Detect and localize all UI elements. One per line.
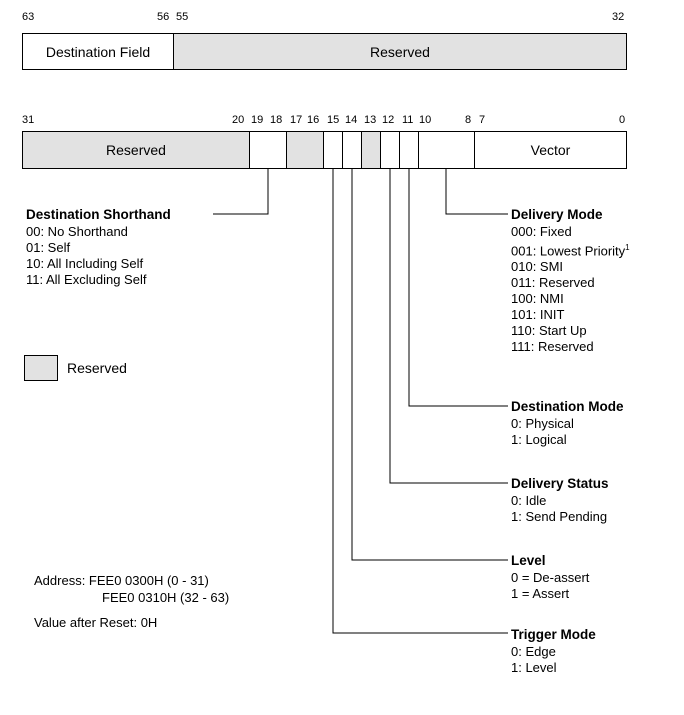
upper-reserved-box: Reserved xyxy=(173,33,627,70)
legend-reserved-swatch xyxy=(24,355,58,381)
bit-17: 17 xyxy=(290,114,303,126)
delivery-status-item: 1: Send Pending xyxy=(511,509,608,524)
bit-31: 31 xyxy=(22,114,35,126)
destination-mode-connector xyxy=(408,169,508,407)
bit-14: 14 xyxy=(345,114,358,126)
lower-reserved-label: Reserved xyxy=(106,142,166,158)
level-block: Level 0 = De-assert 1 = Assert xyxy=(511,552,589,602)
delivery-mode-title: Delivery Mode xyxy=(511,207,603,222)
bit-20: 20 xyxy=(232,114,245,126)
trigger-mode-item: 1: Level xyxy=(511,660,557,675)
address-line-1: Address: FEE0 0300H (0 - 31) xyxy=(34,573,209,588)
bit-15: 15 xyxy=(327,114,340,126)
shorthand-item: 01: Self xyxy=(26,240,71,255)
level-title: Level xyxy=(511,553,546,568)
delivery-mode-connector xyxy=(445,169,508,215)
delivery-mode-item: 100: NMI xyxy=(511,291,564,307)
trigger-mode-block: Trigger Mode 0: Edge 1: Level xyxy=(511,626,596,676)
bit-55: 55 xyxy=(176,11,189,23)
shorthand-item: 10: All Including Self xyxy=(26,256,144,271)
trigger-mode-item: 0: Edge xyxy=(511,644,556,659)
destination-mode-item: 1: Logical xyxy=(511,432,567,447)
level-item: 1 = Assert xyxy=(511,586,570,601)
destination-shorthand-title: Destination Shorthand xyxy=(26,207,171,222)
level-connector xyxy=(351,169,508,561)
bit-8: 8 xyxy=(465,114,472,126)
trigger-mode-connector xyxy=(332,169,508,634)
bit-56: 56 xyxy=(157,11,170,23)
bit-19: 19 xyxy=(251,114,264,126)
level-item: 0 = De-assert xyxy=(511,570,590,585)
vector-label: Vector xyxy=(530,142,571,158)
legend-reserved-label: Reserved xyxy=(67,360,127,376)
bit-0: 0 xyxy=(619,114,626,126)
delivery-mode-item: 000: Fixed xyxy=(511,224,572,239)
bit-63: 63 xyxy=(22,11,35,23)
bit-12: 12 xyxy=(382,114,395,126)
delivery-mode-item-text: 001: Lowest Priority xyxy=(511,243,626,259)
shorthand-item: 00: No Shorthand xyxy=(26,224,128,239)
bit-16: 16 xyxy=(307,114,320,126)
delivery-mode-item: 110: Start Up xyxy=(511,323,587,339)
bit-11: 11 xyxy=(402,114,414,126)
bit-32: 32 xyxy=(612,11,625,23)
shorthand-item: 11: All Excluding Self xyxy=(26,272,147,287)
delivery-mode-item: 010: SMI xyxy=(511,259,564,275)
destination-mode-item: 0: Physical xyxy=(511,416,574,431)
delivery-status-title: Delivery Status xyxy=(511,476,609,491)
bit-18: 18 xyxy=(270,114,283,126)
shorthand-connector xyxy=(213,169,269,215)
delivery-status-block: Delivery Status 0: Idle 1: Send Pending xyxy=(511,475,609,525)
reset-value: Value after Reset: 0H xyxy=(34,615,158,630)
address-line-2: FEE0 0310H (32 - 63) xyxy=(102,590,230,605)
delivery-status-item: 0: Idle xyxy=(511,493,547,508)
upper-reserved-label: Reserved xyxy=(370,43,430,60)
destination-field-label: Destination Field xyxy=(45,43,151,60)
destination-mode-title: Destination Mode xyxy=(511,399,624,414)
delivery-status-connector xyxy=(389,169,508,484)
vector-box: Vector xyxy=(474,131,627,169)
bit-13: 13 xyxy=(364,114,377,126)
destination-mode-block: Destination Mode 0: Physical 1: Logical xyxy=(511,398,624,448)
delivery-mode-field xyxy=(418,131,475,169)
delivery-mode-item: 001: Lowest Priority1 xyxy=(511,240,630,259)
delivery-mode-block: Delivery Mode 000: Fixed 001: Lowest Pri… xyxy=(511,206,630,355)
delivery-mode-item: 101: INIT xyxy=(511,307,565,323)
delivery-mode-item: 011: Reserved xyxy=(511,275,595,291)
trigger-mode-title: Trigger Mode xyxy=(511,627,596,642)
delivery-mode-item: 111: Reserved xyxy=(511,339,594,355)
footnote-mark: 1 xyxy=(625,243,630,252)
destination-shorthand-field xyxy=(249,131,287,169)
bit-10: 10 xyxy=(419,114,432,126)
bit-7: 7 xyxy=(479,114,486,126)
lower-reserved-box: Reserved xyxy=(22,131,250,169)
destination-shorthand-block: Destination Shorthand 00: No Shorthand 0… xyxy=(26,206,171,288)
